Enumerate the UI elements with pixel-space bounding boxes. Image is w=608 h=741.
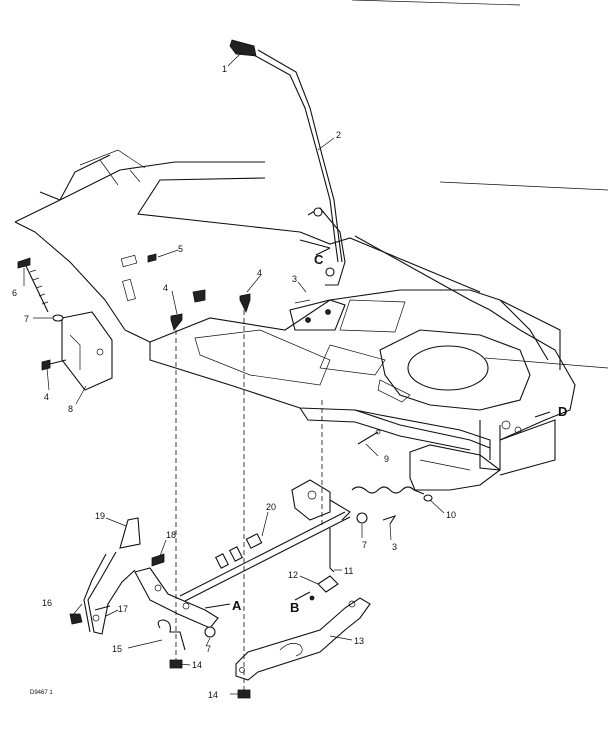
callout-7: 7 — [206, 644, 211, 654]
spring-and-pin — [351, 429, 433, 502]
callout-14: 14 — [208, 690, 218, 700]
callout-4: 4 — [163, 283, 168, 293]
callout-7: 7 — [362, 540, 367, 550]
background-lines — [79, 0, 608, 369]
drawing-code: D9467 1 — [30, 690, 53, 696]
callout-10: 10 — [446, 510, 456, 520]
left-bracket — [17, 257, 113, 391]
callout-14: 14 — [192, 660, 202, 670]
callout-1: 1 — [222, 64, 227, 74]
callout-13: 13 — [354, 636, 364, 646]
callout-15: 15 — [112, 644, 122, 654]
callout-8: 8 — [68, 404, 73, 414]
callout-6: 6 — [12, 288, 17, 298]
callout-4: 4 — [44, 392, 49, 402]
alignment-lines — [175, 310, 323, 690]
reference-letter-a: A — [232, 598, 242, 613]
callout-5: 5 — [178, 244, 183, 254]
deck-screws — [147, 253, 311, 331]
callout-3: 3 — [292, 274, 297, 284]
callout-3: 3 — [392, 542, 397, 552]
callout-7: 7 — [24, 314, 29, 324]
callout-9: 9 — [384, 454, 389, 464]
callout-19: 19 — [95, 511, 105, 521]
reference-letter-d: D — [558, 404, 567, 419]
callout-20: 20 — [266, 502, 276, 512]
chassis-deck — [14, 154, 576, 491]
shift-lever — [229, 39, 346, 331]
callout-11: 11 — [344, 566, 353, 576]
reference-letter-b: B — [290, 600, 299, 615]
leader-lines — [23, 51, 551, 695]
callout-4: 4 — [257, 268, 262, 278]
callout-2: 2 — [336, 130, 341, 140]
reference-letter-c: C — [314, 252, 324, 267]
brake-pedal — [69, 517, 141, 635]
reference-letters: A B C D — [232, 252, 567, 615]
callout-17: 17 — [118, 604, 128, 614]
callout-18: 18 — [166, 530, 176, 540]
callout-labels: 1 2 3 4 4 4 5 6 7 8 9 10 7 3 11 12 13 14… — [12, 64, 456, 700]
callout-16: 16 — [42, 598, 52, 608]
brake-rod-assembly — [134, 479, 397, 651]
callout-12: 12 — [288, 570, 298, 580]
bottom-bracket — [169, 597, 371, 699]
